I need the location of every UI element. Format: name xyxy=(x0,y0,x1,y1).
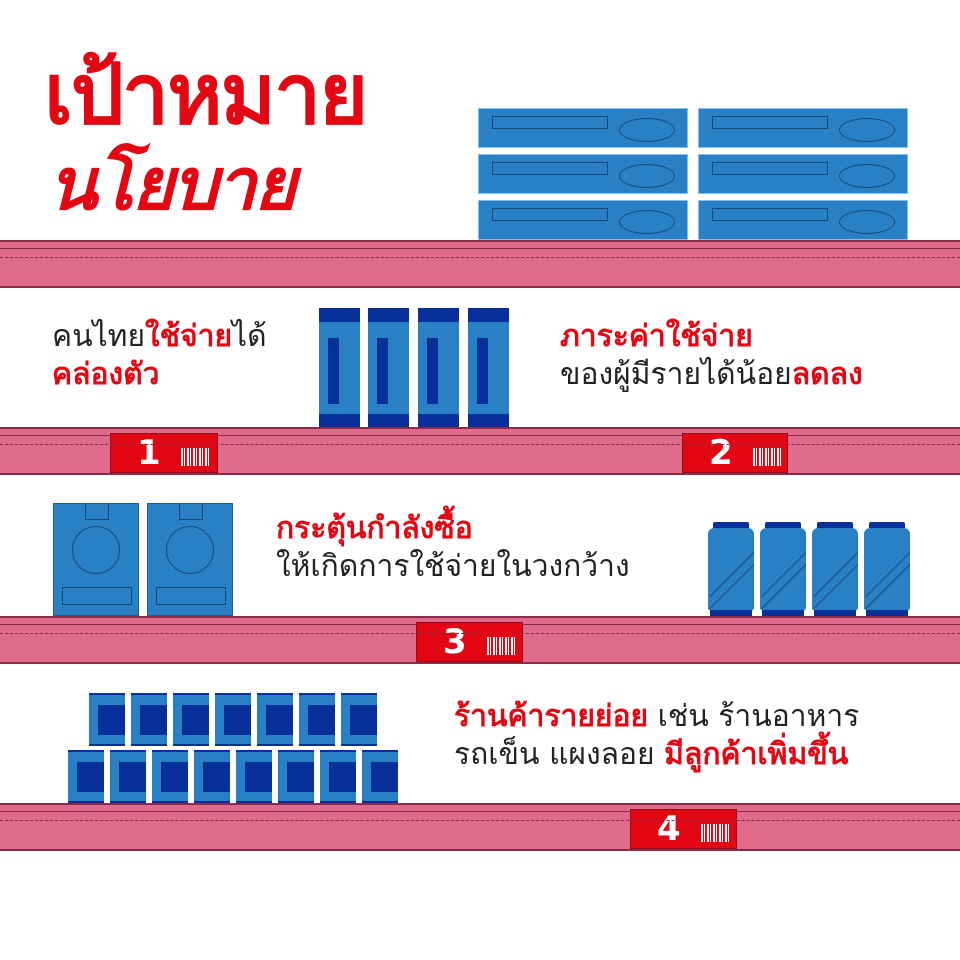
item-3-price-tag: 3 xyxy=(416,622,523,662)
book-icon xyxy=(319,308,360,428)
can-icon xyxy=(812,522,858,618)
tin-can-icon xyxy=(131,693,167,746)
tin-can-icon xyxy=(68,750,104,803)
item-4-caption: ร้านค้ารายย่อย เช่น ร้านอาหาร รถเข็น แผง… xyxy=(454,698,859,774)
shelf-row-3: 4 xyxy=(0,803,960,851)
caption-line: ของผู้มีรายได้น้อยลดลง xyxy=(560,357,863,392)
tin-can-icon xyxy=(236,750,272,803)
can-group xyxy=(708,522,910,618)
tin-can-icon xyxy=(152,750,188,803)
item-2-caption: ภาระค่าใช้จ่าย ของผู้มีรายได้น้อยลดลง xyxy=(560,318,863,394)
can-icon xyxy=(864,522,910,618)
box-icon xyxy=(478,154,688,194)
caption-line: ให้เกิดการใช้จ่ายในวงกว้าง xyxy=(276,549,630,584)
tin-can-icon xyxy=(278,750,314,803)
barcode-icon xyxy=(486,637,517,655)
tin-can-icon xyxy=(257,693,293,746)
washing-machine-group xyxy=(53,503,235,617)
barcode-icon xyxy=(180,448,211,466)
shelf-row-2: 3 xyxy=(0,616,960,664)
item-3-caption: กระตุ้นกำลังซื้อ ให้เกิดการใช้จ่ายในวงกว… xyxy=(276,510,630,586)
washing-machine-icon xyxy=(53,503,139,616)
caption-line: คนไทยใช้จ่ายได้ xyxy=(52,319,267,354)
item-number: 1 xyxy=(137,433,161,473)
page-title-line2: นโยบาย xyxy=(48,142,296,226)
tin-can-icon xyxy=(362,750,398,803)
tin-can-icon xyxy=(341,693,377,746)
caption-line: ภาระค่าใช้จ่าย xyxy=(560,319,753,354)
item-1-caption: คนไทยใช้จ่ายได้ คล่องตัว xyxy=(52,318,267,394)
box-icon xyxy=(698,200,908,240)
barcode-icon xyxy=(752,448,783,466)
item-number: 2 xyxy=(709,433,733,473)
washing-machine-icon xyxy=(147,503,233,616)
book-group xyxy=(319,308,509,428)
page-title-line1: เป้าหมาย xyxy=(44,45,368,143)
tin-can-icon xyxy=(110,750,146,803)
caption-line: คล่องตัว xyxy=(52,357,160,392)
item-number: 4 xyxy=(657,809,681,849)
shelf-top xyxy=(0,240,960,288)
book-icon xyxy=(468,308,509,428)
shelf-row-1: 1 2 xyxy=(0,427,960,475)
tin-can-icon xyxy=(173,693,209,746)
tin-can-icon xyxy=(215,693,251,746)
tin-can-stack xyxy=(68,693,398,805)
barcode-icon xyxy=(700,824,731,842)
caption-line: ร้านค้ารายย่อย เช่น ร้านอาหาร xyxy=(454,699,860,734)
book-icon xyxy=(368,308,409,428)
box-icon xyxy=(698,154,908,194)
tin-can-icon xyxy=(299,693,335,746)
book-icon xyxy=(418,308,459,428)
item-4-price-tag: 4 xyxy=(630,809,737,849)
tin-can-icon xyxy=(89,693,125,746)
box-icon xyxy=(478,200,688,240)
tin-can-icon xyxy=(194,750,230,803)
box-icon xyxy=(698,108,908,148)
can-icon xyxy=(760,522,806,618)
item-1-price-tag: 1 xyxy=(110,433,218,473)
item-2-price-tag: 2 xyxy=(682,433,788,473)
box-icon xyxy=(478,108,688,148)
tin-can-icon xyxy=(320,750,356,803)
box-stack xyxy=(478,108,910,242)
can-icon xyxy=(708,522,754,618)
caption-line: กระตุ้นกำลังซื้อ xyxy=(276,511,473,546)
caption-line: รถเข็น แผงลอย มีลูกค้าเพิ่มขึ้น xyxy=(454,737,849,772)
item-number: 3 xyxy=(443,622,467,662)
